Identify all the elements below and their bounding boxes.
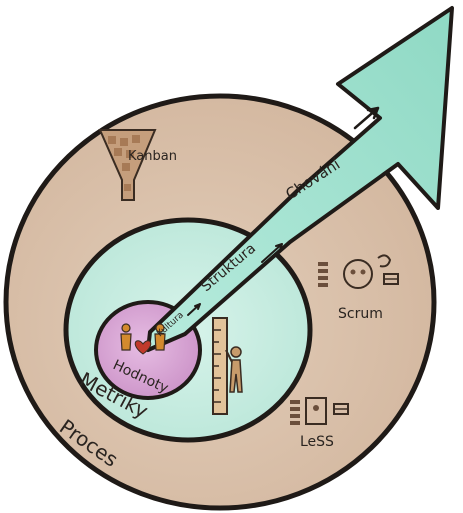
label-less: LeSS [300,434,334,450]
label-scrum: Scrum [338,306,383,322]
label-kanban: Kanban [128,149,177,164]
